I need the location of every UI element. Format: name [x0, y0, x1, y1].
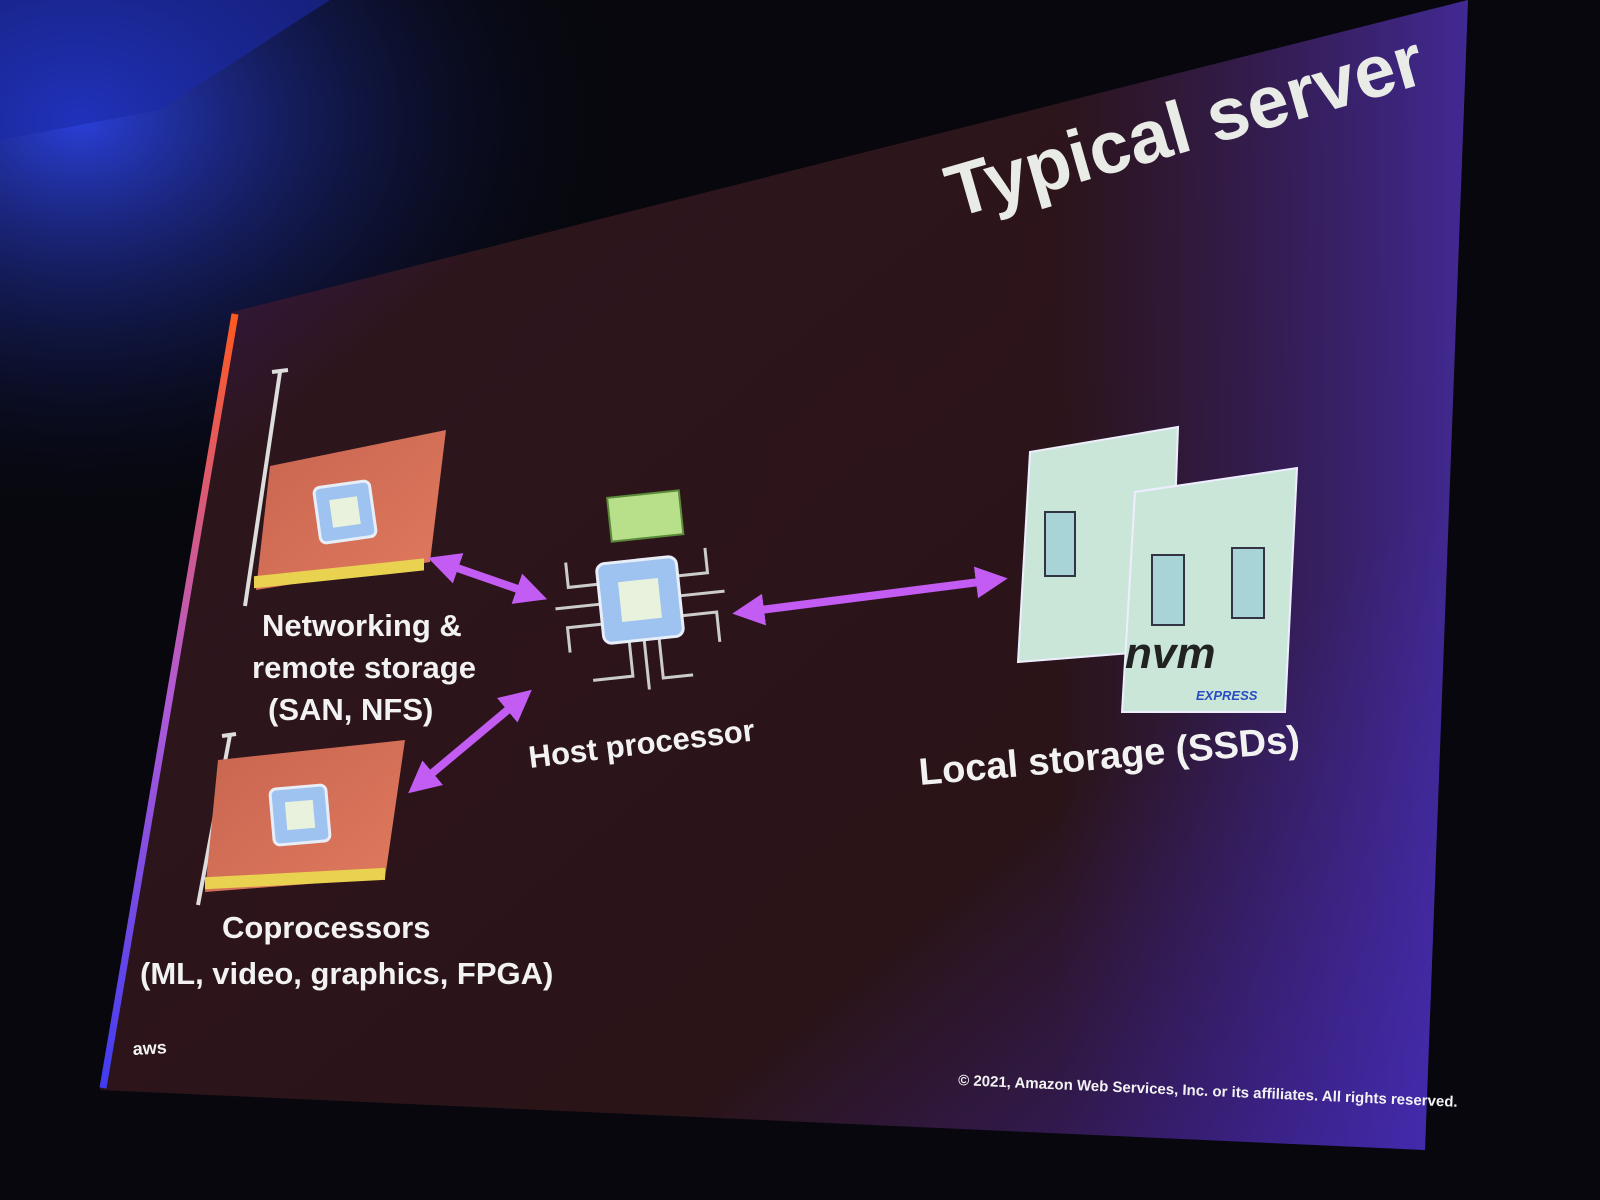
slide-left-accent-edge [99, 313, 239, 1089]
arrow-host-storage [732, 566, 1008, 626]
nvm-express-logo: nvm [1125, 629, 1215, 678]
arrow-networking-host [427, 553, 548, 604]
nvm-express-logo-sub: EXPRESS [1196, 688, 1258, 703]
aws-logo: aws [132, 1037, 167, 1059]
networking-label-3: (SAN, NFS) [268, 692, 433, 727]
networking-card-icon [243, 368, 446, 607]
coprocessors-label-2: (ML, video, graphics, FPGA) [140, 956, 553, 991]
host-processor-icon [555, 489, 725, 690]
coprocessors-label-1: Coprocessors [222, 910, 430, 945]
arrow-coprocessor-host [408, 689, 532, 794]
coprocessor-card-icon [196, 732, 405, 906]
ceiling-molding [0, 0, 330, 140]
networking-label-1: Networking & [262, 608, 462, 643]
networking-label-2: remote storage [252, 650, 476, 685]
ssd-boards-icon: nvm EXPRESS [1016, 425, 1299, 713]
